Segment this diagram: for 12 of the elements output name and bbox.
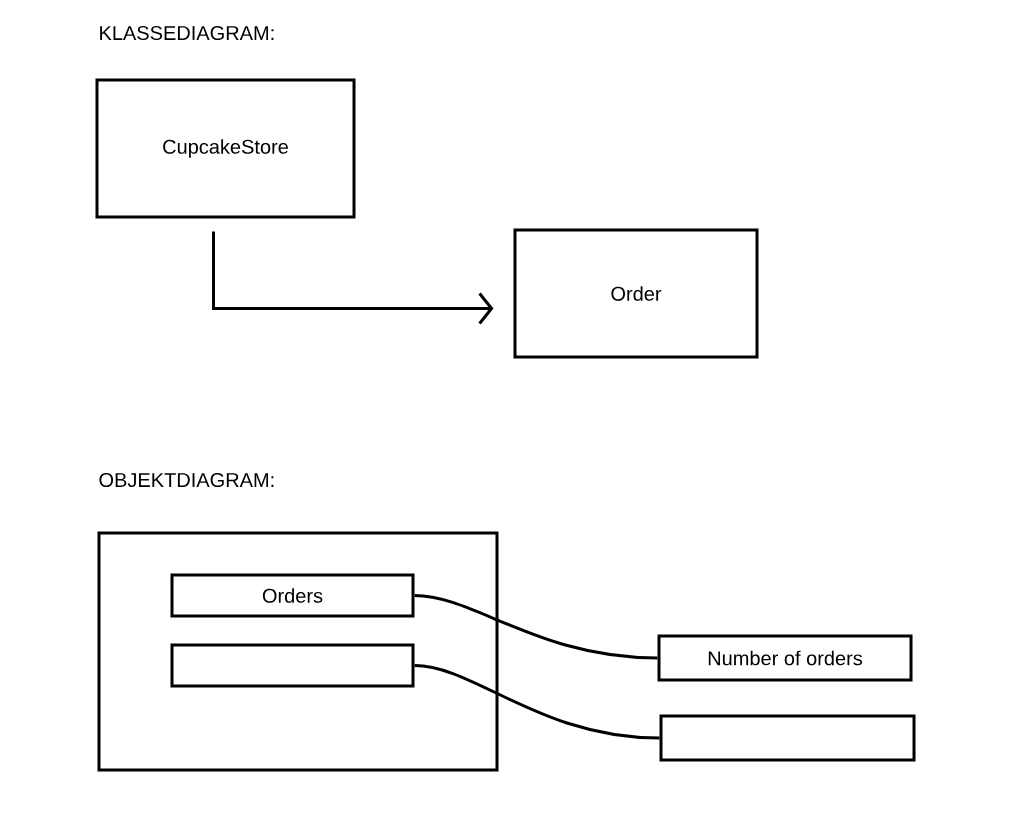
arrow: [212, 231, 494, 325]
class-box: CupcakeStore: [95, 78, 356, 219]
section-heading: KLASSEDIAGRAM:: [100, 25, 274, 41]
field-box: Orders: [170, 573, 415, 618]
section-heading: OBJEKTDIAGRAM:: [99, 472, 274, 488]
empty-box: [659, 714, 916, 762]
connector-line: [414, 594, 658, 660]
connector-line: [414, 664, 660, 740]
field-box: Number of orders: [657, 634, 913, 682]
class-box: Order: [513, 228, 759, 359]
object-box: [97, 531, 499, 772]
empty-box: [170, 643, 415, 688]
